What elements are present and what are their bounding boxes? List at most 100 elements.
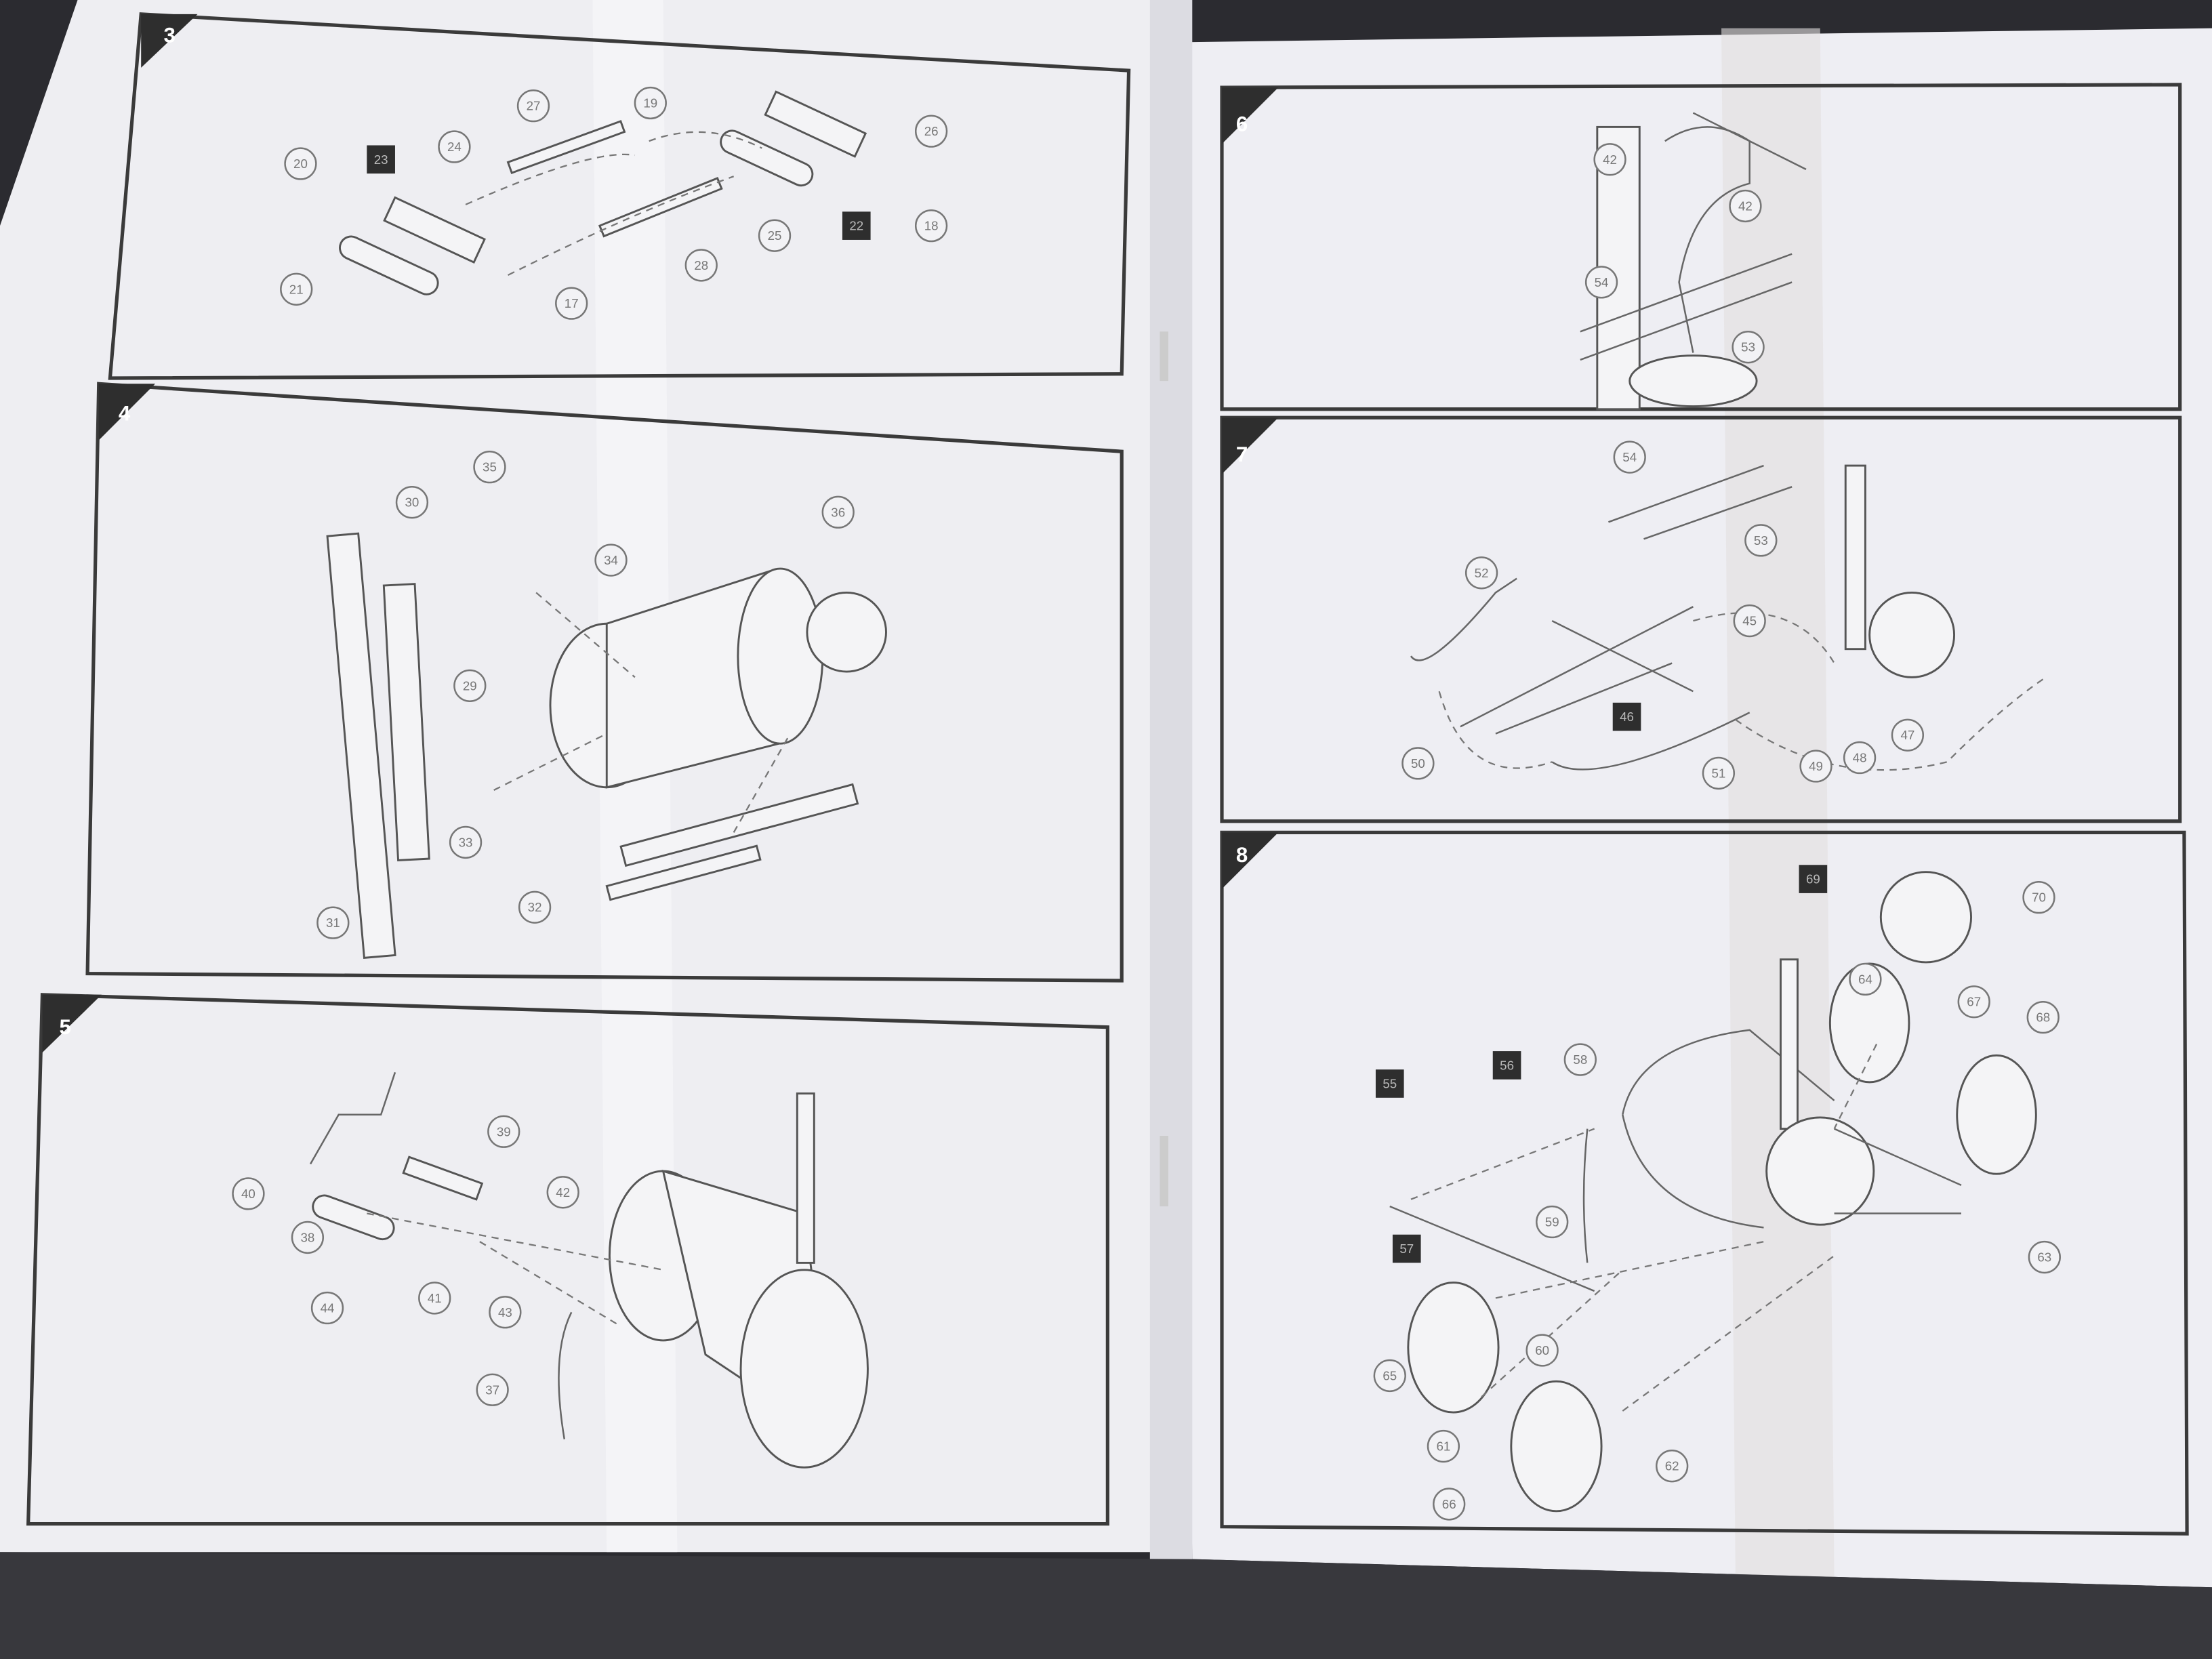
part-marker-circle <box>1732 331 1765 364</box>
part-number: 64 <box>1858 972 1872 986</box>
part-callout: 63 <box>2028 1240 2061 1274</box>
part-marker-circle <box>914 209 948 243</box>
part-callout: 64 <box>1849 962 1882 996</box>
step-number: 5 <box>59 1015 70 1039</box>
part-marker-square <box>1612 702 1641 731</box>
part-callout: 54 <box>1584 266 1618 299</box>
part-number: 65 <box>1382 1368 1397 1382</box>
part-number: 61 <box>1436 1439 1450 1454</box>
part-marker-circle <box>1401 747 1435 780</box>
part-number: 23 <box>374 152 388 167</box>
part-callout: 52 <box>1465 556 1498 590</box>
part-callout: 39 <box>487 1115 520 1148</box>
part-callout: 31 <box>316 906 350 939</box>
part-number: 28 <box>694 258 708 272</box>
part-number: 30 <box>405 495 419 510</box>
step-number: 6 <box>1236 112 1248 136</box>
part-number: 21 <box>289 282 304 296</box>
part-marker-circle <box>1656 1450 1689 1483</box>
part-callout: 28 <box>684 249 718 282</box>
part-callout: 59 <box>1536 1205 1569 1239</box>
part-marker-circle <box>1744 524 1778 557</box>
step-8-drawing <box>1389 871 2037 1513</box>
staple <box>1160 331 1168 382</box>
part-number: 49 <box>1809 759 1823 773</box>
part-marker-circle <box>1799 750 1832 783</box>
part-number: 26 <box>924 124 939 138</box>
part-number: 17 <box>565 296 579 310</box>
step-4-drawing <box>326 532 887 959</box>
part-number: 51 <box>1711 766 1725 780</box>
part-callout: 25 <box>758 219 792 252</box>
part-number: 34 <box>604 553 618 567</box>
part-number: 53 <box>1754 533 1768 548</box>
part-number: 44 <box>321 1301 335 1315</box>
part-callout: 67 <box>1957 985 1990 1019</box>
step-6-panel <box>1220 83 2182 411</box>
part-number: 59 <box>1545 1215 1559 1229</box>
step-number: 8 <box>1236 843 1248 867</box>
part-callout: 57 <box>1392 1234 1421 1263</box>
part-callout: 41 <box>418 1282 451 1315</box>
part-marker-circle <box>418 1282 451 1315</box>
step-number: 7 <box>1236 443 1248 466</box>
part-number: 25 <box>768 228 782 243</box>
part-callout: 33 <box>449 825 483 859</box>
part-callout: 32 <box>518 890 552 924</box>
part-callout: 61 <box>1427 1429 1460 1463</box>
part-number: 27 <box>527 99 541 113</box>
part-callout: 40 <box>232 1177 265 1210</box>
part-callout: 42 <box>546 1176 579 1209</box>
part-number: 50 <box>1411 756 1425 771</box>
part-marker-circle <box>232 1177 265 1210</box>
part-number: 39 <box>497 1124 511 1139</box>
part-number: 24 <box>447 140 462 154</box>
spine <box>1149 0 1193 1567</box>
part-marker-square <box>1392 1234 1421 1263</box>
part-marker-circle <box>1465 556 1498 590</box>
part-callout: 46 <box>1612 702 1641 731</box>
part-callout: 50 <box>1401 747 1435 780</box>
part-callout: 42 <box>1593 143 1626 176</box>
part-callout: 42 <box>1729 189 1762 223</box>
part-number: 38 <box>300 1230 314 1244</box>
part-number: 56 <box>1500 1058 1514 1072</box>
part-marker-square <box>1799 865 1828 893</box>
part-callout: 54 <box>1613 441 1646 474</box>
step-3-drawing <box>339 90 867 295</box>
part-callout: 27 <box>516 89 550 123</box>
part-number: 42 <box>1738 199 1753 213</box>
part-number: 31 <box>326 916 340 930</box>
part-callout: 24 <box>438 130 471 163</box>
right-page <box>1174 28 2212 1588</box>
part-callout: 69 <box>1799 865 1828 893</box>
part-callout: 26 <box>914 115 948 148</box>
part-marker-circle <box>1849 962 1882 996</box>
part-marker-circle <box>316 906 350 939</box>
part-marker-circle <box>594 544 628 577</box>
part-callout: 49 <box>1799 750 1832 783</box>
part-marker-circle <box>395 486 429 519</box>
part-callout: 20 <box>284 147 317 180</box>
part-callout: 51 <box>1702 756 1736 790</box>
part-marker-circle <box>1613 441 1646 474</box>
part-callout: 18 <box>914 209 948 243</box>
part-number: 60 <box>1535 1343 1549 1357</box>
part-number: 68 <box>2036 1010 2050 1025</box>
part-callout: 70 <box>2022 881 2055 914</box>
part-callout: 30 <box>395 486 429 519</box>
part-callout: 37 <box>476 1373 509 1406</box>
part-marker-circle <box>438 130 471 163</box>
part-callout: 17 <box>555 287 588 320</box>
part-marker-circle <box>516 89 550 123</box>
part-marker-circle <box>758 219 792 252</box>
part-number: 41 <box>428 1291 442 1305</box>
part-callout: 53 <box>1744 524 1778 557</box>
part-callout: 36 <box>821 495 855 529</box>
part-number: 63 <box>2037 1250 2051 1265</box>
part-callout: 60 <box>1525 1334 1559 1367</box>
part-marker-circle <box>634 86 667 120</box>
part-number: 43 <box>498 1305 512 1319</box>
step-number: 3 <box>164 23 176 47</box>
